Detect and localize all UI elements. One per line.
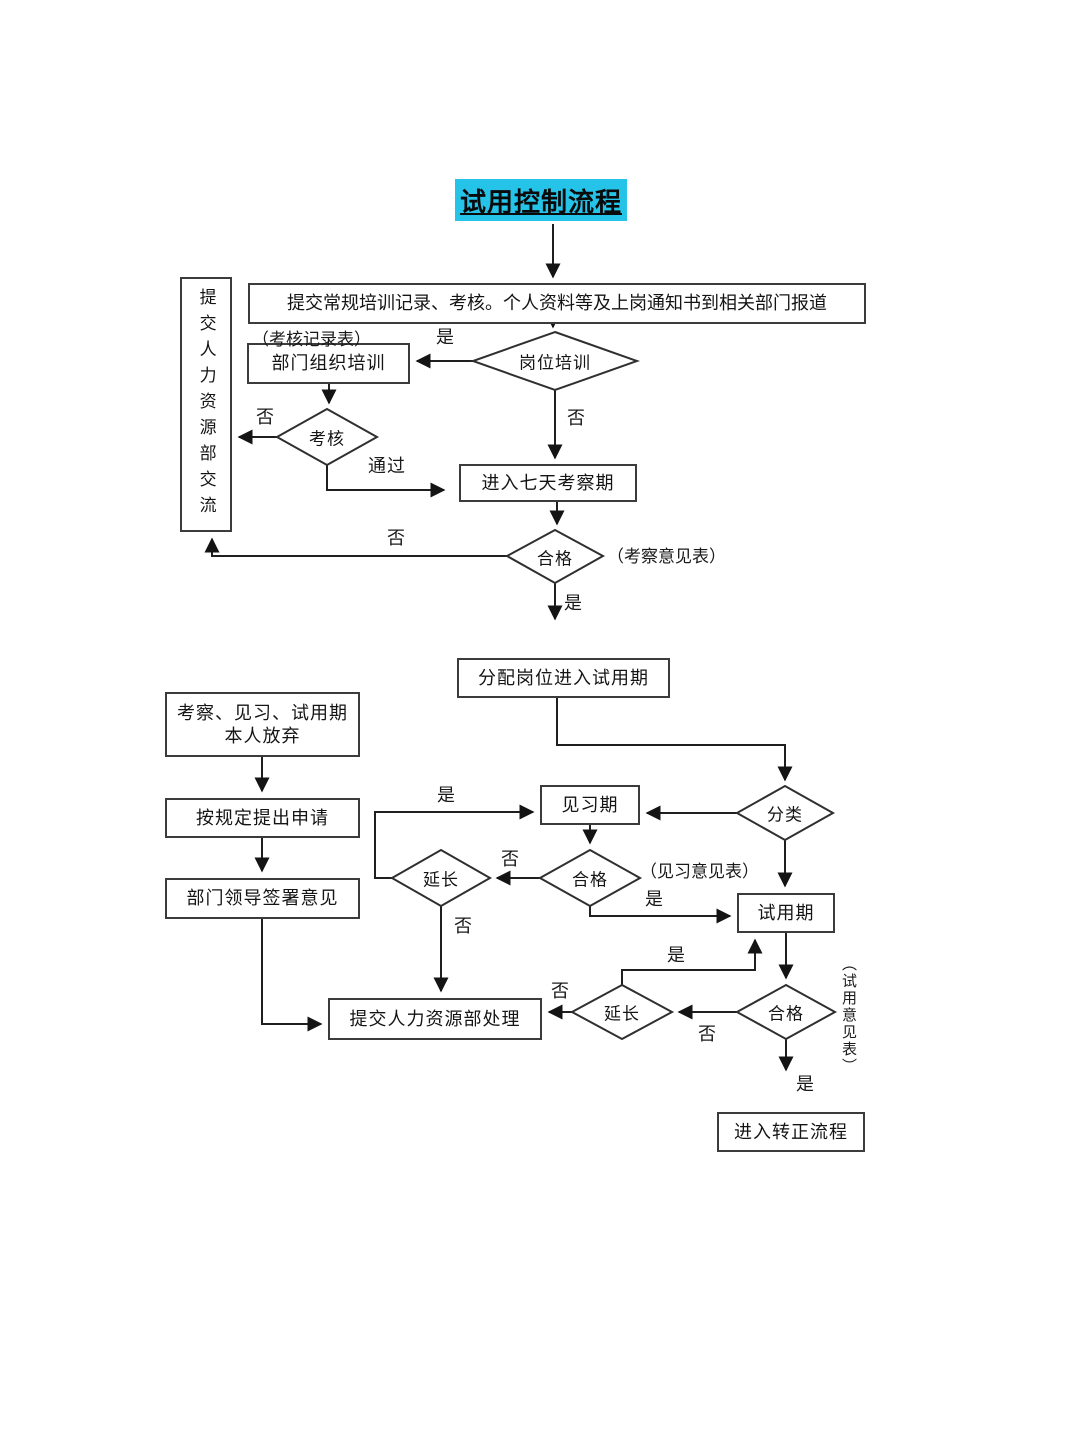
label-no-qualified-trial: 否 bbox=[698, 1024, 717, 1044]
node-dept-leader-sign: 部门领导签署意见 bbox=[165, 878, 360, 919]
node-seven-day-period: 进入七天考察期 bbox=[459, 464, 637, 502]
label-no-qualified-intern: 否 bbox=[501, 849, 520, 869]
label-no-qualified-inspect: 否 bbox=[387, 528, 406, 548]
diamond-qualified-intern bbox=[537, 848, 643, 908]
label-no-extend-intern: 否 bbox=[454, 916, 473, 936]
annotation-internship-opinion-form: （见习意见表） bbox=[640, 862, 759, 881]
label-no-assessment: 否 bbox=[256, 407, 275, 427]
node-dept-training: 部门组织培训 bbox=[247, 343, 410, 384]
annotation-assessment-record-form: （考核记录表） bbox=[252, 330, 371, 349]
node-give-up: 考察、见习、试用期 本人放弃 bbox=[165, 692, 360, 757]
edge-sign-to-hr-handle bbox=[261, 919, 323, 1032]
label-yes-qualified-trial: 是 bbox=[796, 1074, 815, 1094]
node-regularization: 进入转正流程 bbox=[717, 1112, 865, 1152]
page-title: 试用控制流程 bbox=[455, 179, 627, 221]
label-diamond-extend-trial: 延长 bbox=[604, 1004, 640, 1024]
diamond-extend-intern bbox=[389, 848, 493, 908]
label-yes-qualified-inspect: 是 bbox=[564, 593, 583, 613]
diamond-classify bbox=[734, 784, 836, 842]
label-diamond-post-training: 岗位培训 bbox=[519, 353, 591, 373]
edge-assign-to-classify bbox=[556, 698, 793, 782]
node-trial-period: 试用期 bbox=[737, 893, 835, 933]
edge-qualified2-yes bbox=[589, 906, 732, 924]
label-diamond-extend-intern: 延长 bbox=[423, 870, 459, 890]
label-pass-assessment: 通过 bbox=[368, 456, 406, 476]
edge-assessment-pass bbox=[326, 465, 446, 498]
label-diamond-classify: 分类 bbox=[767, 805, 803, 825]
label-no-post-training: 否 bbox=[567, 408, 586, 428]
edge-qualified1-no bbox=[204, 537, 507, 557]
node-hr-exchange: 提交人力资源部交流 bbox=[180, 277, 232, 532]
node-give-up-line1: 考察、见习、试用期 bbox=[177, 703, 348, 723]
diamond-post-training bbox=[470, 330, 640, 392]
annotation-inspection-opinion-form: （考察意见表） bbox=[607, 547, 726, 566]
diamond-assessment bbox=[274, 407, 380, 467]
diamond-extend-trial bbox=[569, 983, 675, 1041]
label-yes-qualified-intern: 是 bbox=[645, 889, 664, 909]
node-give-up-line2: 本人放弃 bbox=[224, 725, 301, 746]
diamond-qualified-trial bbox=[734, 983, 838, 1041]
label-yes-extend-trial: 是 bbox=[667, 945, 686, 965]
label-diamond-qualified-trial: 合格 bbox=[768, 1004, 804, 1024]
diamond-qualified-inspect bbox=[504, 528, 606, 585]
edge-extend2-yes bbox=[621, 938, 763, 985]
label-diamond-assessment: 考核 bbox=[309, 429, 345, 449]
node-apply-by-rule: 按规定提出申请 bbox=[165, 798, 360, 838]
edge-extend1-yes bbox=[374, 804, 535, 879]
node-internship: 见习期 bbox=[540, 785, 640, 825]
annotation-trial-opinion-form: （试用意见表） bbox=[840, 956, 857, 1075]
label-diamond-qualified-inspect: 合格 bbox=[537, 549, 573, 569]
label-no-extend-trial: 否 bbox=[551, 981, 570, 1001]
node-hr-handle: 提交人力资源部处理 bbox=[328, 998, 542, 1040]
label-yes-extend-intern: 是 bbox=[437, 785, 456, 805]
label-yes-post-training: 是 bbox=[436, 327, 455, 347]
node-assign-post: 分配岗位进入试用期 bbox=[457, 658, 670, 698]
node-submit-records: 提交常规培训记录、考核。个人资料等及上岗通知书到相关部门报道 bbox=[248, 283, 866, 324]
label-diamond-qualified-intern: 合格 bbox=[572, 870, 608, 890]
